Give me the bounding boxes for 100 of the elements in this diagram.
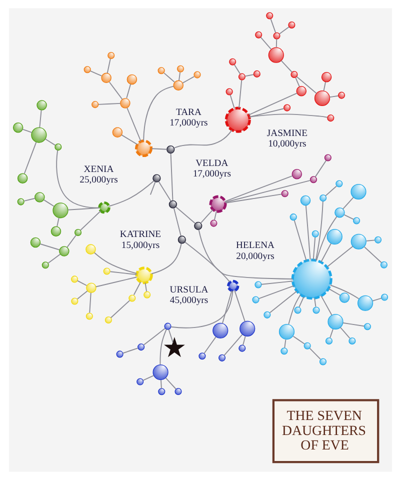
connector — [160, 380, 162, 389]
connector — [182, 76, 194, 84]
node-circle — [266, 12, 273, 20]
connector — [296, 76, 316, 94]
connector — [244, 74, 254, 77]
connector — [108, 82, 122, 100]
connector — [163, 72, 174, 82]
node-circle — [327, 314, 343, 330]
node-circle — [70, 276, 78, 283]
connector — [132, 282, 141, 296]
connector — [158, 181, 171, 202]
node-circle — [218, 354, 226, 362]
connector — [224, 180, 310, 203]
node-circle — [158, 388, 165, 396]
node-circle — [210, 220, 217, 227]
connector — [178, 72, 180, 82]
connector — [329, 284, 359, 300]
node-circle — [311, 230, 318, 238]
node-circle — [152, 174, 160, 182]
node-circle — [194, 222, 202, 230]
connector — [198, 229, 292, 280]
node-label: 17,000yrs — [169, 118, 208, 129]
node-label: 17,000yrs — [192, 168, 230, 180]
node-circle — [374, 236, 382, 244]
node-circle — [318, 358, 326, 366]
node-circle — [319, 194, 326, 202]
node-circle — [85, 312, 92, 320]
node-circle — [228, 58, 236, 66]
connector — [280, 60, 292, 73]
connector — [142, 375, 154, 381]
connector — [168, 329, 173, 344]
connector — [324, 186, 336, 196]
node-label: HELENA — [236, 240, 274, 252]
node-circle — [104, 316, 112, 324]
connector — [314, 160, 326, 178]
connector — [234, 64, 240, 74]
node-circle — [312, 306, 320, 314]
node-circle — [98, 201, 110, 214]
node-label: 15,000yrs — [120, 240, 160, 251]
connector — [159, 328, 166, 365]
node-circle — [263, 311, 270, 318]
node-circle — [334, 208, 344, 218]
connector — [98, 102, 120, 105]
connector — [108, 180, 154, 207]
connector — [142, 86, 174, 142]
connector — [364, 246, 382, 264]
connector — [203, 336, 216, 354]
connector — [314, 298, 316, 308]
node-circle — [172, 80, 183, 91]
connector — [320, 243, 331, 262]
node-label: KATRINE — [119, 229, 161, 240]
node-circle — [252, 70, 260, 78]
connector — [173, 130, 232, 148]
node-circle — [352, 217, 360, 224]
node-circle — [30, 237, 40, 248]
node-circle — [83, 66, 90, 74]
node-circle — [164, 322, 171, 330]
connector — [312, 236, 316, 260]
connector — [214, 210, 216, 220]
connector — [175, 206, 195, 224]
node-circle — [168, 200, 176, 208]
connector — [67, 207, 100, 210]
connector — [293, 220, 306, 261]
connector — [260, 280, 292, 285]
node-circle — [335, 180, 342, 188]
connector — [234, 290, 245, 322]
node-circle — [136, 378, 144, 386]
connector — [320, 296, 332, 316]
node-circle — [177, 236, 186, 244]
connector — [316, 216, 337, 261]
node-circle — [338, 92, 345, 99]
node-circle — [91, 101, 98, 108]
node-circle — [86, 282, 96, 293]
connector — [304, 205, 310, 260]
connector — [172, 208, 181, 236]
node-circle — [137, 344, 144, 351]
connector — [164, 377, 176, 390]
node-circle — [303, 342, 310, 350]
node-circle — [120, 98, 130, 108]
node-circle — [280, 190, 288, 198]
node-circle — [208, 195, 226, 213]
connector — [248, 92, 297, 116]
node-circle — [268, 47, 284, 63]
node-label: VELDA — [195, 158, 228, 169]
connector — [248, 114, 328, 118]
connector — [328, 288, 340, 296]
connector — [23, 142, 36, 174]
node-circle — [309, 176, 316, 184]
connector — [294, 77, 300, 88]
connector — [278, 26, 289, 34]
connector — [22, 128, 32, 133]
connector — [260, 36, 271, 50]
node-circle — [166, 145, 174, 154]
node-label: 25,000yrs — [79, 174, 118, 186]
node-circle — [254, 31, 262, 38]
connector — [329, 328, 333, 338]
node-star — [164, 337, 184, 358]
connector — [76, 280, 87, 286]
connector — [170, 152, 173, 201]
connector — [184, 242, 230, 282]
